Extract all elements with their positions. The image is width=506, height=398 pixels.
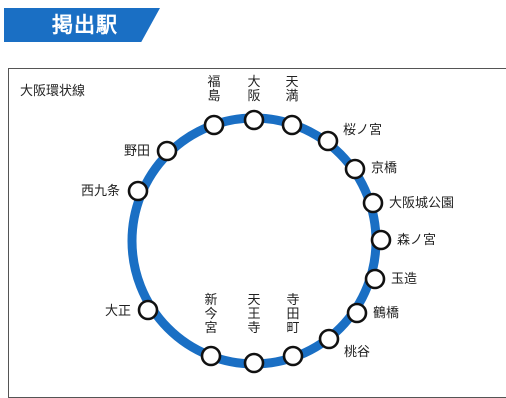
station-4: 京橋 <box>344 158 397 180</box>
header-banner <box>4 8 160 42</box>
station-marker <box>317 130 339 152</box>
station-label: 玉造 <box>391 272 417 287</box>
station-marker <box>318 328 340 350</box>
line-name: 大阪環状線 <box>20 84 86 99</box>
station-marker <box>346 302 368 324</box>
station-1: 大阪 <box>243 75 265 131</box>
station-label: 寺田町 <box>286 293 299 336</box>
station-6: 森ノ宮 <box>370 229 436 251</box>
station-3: 桜ノ宮 <box>317 122 382 152</box>
station-label: 大阪 <box>247 75 260 104</box>
station-marker <box>281 114 303 136</box>
station-marker <box>370 229 392 251</box>
station-label: 大正 <box>105 304 131 319</box>
station-13: 大正 <box>105 299 159 321</box>
station-marker <box>344 158 366 180</box>
station-label: 福島 <box>207 75 220 104</box>
station-9: 桃谷 <box>318 328 370 360</box>
station-label: 野田 <box>124 144 150 159</box>
station-marker <box>137 299 159 321</box>
station-5: 大阪城公園 <box>362 192 454 214</box>
station-11: 天王寺 <box>243 293 265 374</box>
station-label: 天満 <box>285 75 298 104</box>
station-label: 大阪城公園 <box>389 196 454 211</box>
station-7: 玉造 <box>364 268 417 290</box>
station-8: 鶴橋 <box>346 302 399 324</box>
station-label: 鶴橋 <box>373 305 399 321</box>
station-2: 天満 <box>281 75 303 136</box>
station-marker <box>203 114 225 136</box>
station-label: 森ノ宮 <box>397 232 436 248</box>
station-marker <box>243 352 265 374</box>
station-label: 西九条 <box>81 183 120 199</box>
station-marker <box>282 345 304 367</box>
station-marker <box>156 140 178 162</box>
station-10: 寺田町 <box>282 293 304 367</box>
station-label: 京橋 <box>371 161 397 176</box>
station-marker <box>200 345 222 367</box>
station-label: 桃谷 <box>344 345 370 360</box>
station-15: 野田 <box>124 140 178 162</box>
station-label: 桜ノ宮 <box>343 122 382 138</box>
station-label: 天王寺 <box>247 293 260 336</box>
station-12: 新今宮 <box>200 292 222 367</box>
page-title: 掲出駅 <box>52 13 118 37</box>
station-label: 新今宮 <box>204 292 217 336</box>
station-marker <box>243 109 265 131</box>
station-marker <box>364 268 386 290</box>
station-16: 福島 <box>203 75 225 136</box>
station-marker <box>127 180 149 202</box>
station-marker <box>362 192 384 214</box>
station-14: 西九条 <box>81 180 149 202</box>
